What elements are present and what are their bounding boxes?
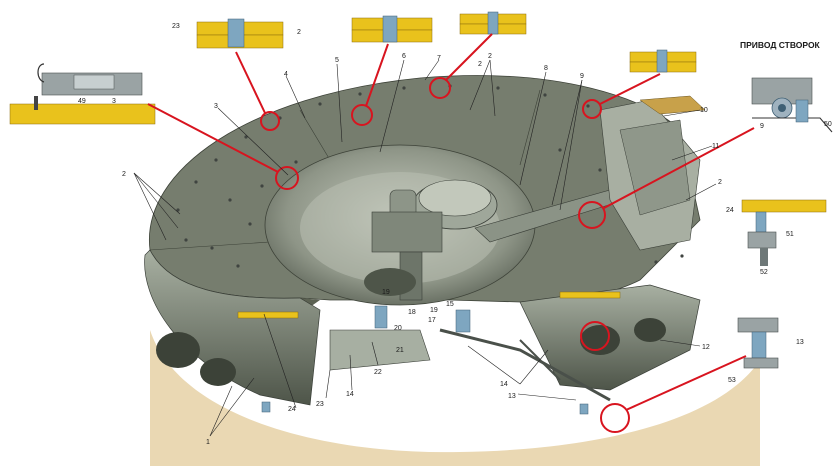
label-18: 18 [408, 309, 416, 316]
label-50: 50 [824, 121, 832, 128]
label-51: 51 [786, 231, 794, 238]
label-4: 4 [284, 71, 288, 78]
label-2-mid: 2 [488, 53, 492, 60]
label-13-lower: 13 [508, 393, 516, 400]
label-21: 21 [396, 347, 404, 354]
label-14-left: 14 [346, 391, 354, 398]
inset-seal-right [459, 11, 527, 35]
label-9-inset: 9 [760, 123, 764, 130]
label-10: 10 [700, 107, 708, 114]
leader-lines [133, 59, 717, 437]
inset-bracket-53 [737, 317, 779, 369]
label-17: 17 [428, 317, 436, 324]
label-12: 12 [702, 344, 710, 351]
label-11: 11 [712, 143, 719, 150]
drive-hub-assembly [364, 179, 619, 301]
label-2-left: 2 [122, 171, 126, 178]
label-15: 15 [446, 301, 454, 308]
label-9-top: 9 [580, 73, 584, 80]
label-8: 8 [544, 65, 548, 72]
label-2-top: 2 [297, 29, 301, 36]
label-53: 53 [728, 377, 736, 384]
label-23-top: 23 [172, 23, 180, 30]
label-24-bottom: 24 [288, 406, 296, 413]
lower-drum [144, 249, 701, 415]
label-20: 20 [394, 325, 402, 332]
label-2-right: 2 [718, 179, 722, 186]
inset-seal-mid [351, 15, 433, 43]
label-52: 52 [760, 269, 768, 276]
drive-title: ПРИВОД СТВОРОК [740, 40, 821, 50]
callout-markers [147, 33, 755, 433]
number-labels: 23 2 49 3 4 3 5 6 7 2 8 9 ПРИВОД СТВОРОК… [78, 23, 832, 446]
label-19-a: 19 [382, 289, 390, 296]
label-22: 22 [374, 369, 382, 376]
floor-shadow [150, 330, 760, 466]
inset-latch-51 [741, 199, 827, 266]
label-14-right: 14 [500, 381, 508, 388]
inset-hinge-49 [9, 63, 156, 125]
inset-seal-23 [196, 18, 284, 49]
label-3: 3 [214, 103, 218, 110]
label-6: 6 [402, 53, 406, 60]
inset-seal-far-right [629, 49, 697, 73]
label-13-inset: 13 [796, 339, 804, 346]
label-5: 5 [335, 57, 339, 64]
label-19-b: 19 [430, 307, 438, 314]
label-1: 1 [206, 439, 210, 446]
label-7: 7 [437, 55, 441, 62]
label-23-bottom: 23 [316, 401, 324, 408]
label-49: 49 [78, 98, 86, 105]
label-3-inset: 3 [112, 98, 116, 105]
inset-door-drive [751, 77, 833, 133]
label-2-plate: 2 [478, 61, 482, 68]
label-24-right: 24 [726, 207, 734, 214]
